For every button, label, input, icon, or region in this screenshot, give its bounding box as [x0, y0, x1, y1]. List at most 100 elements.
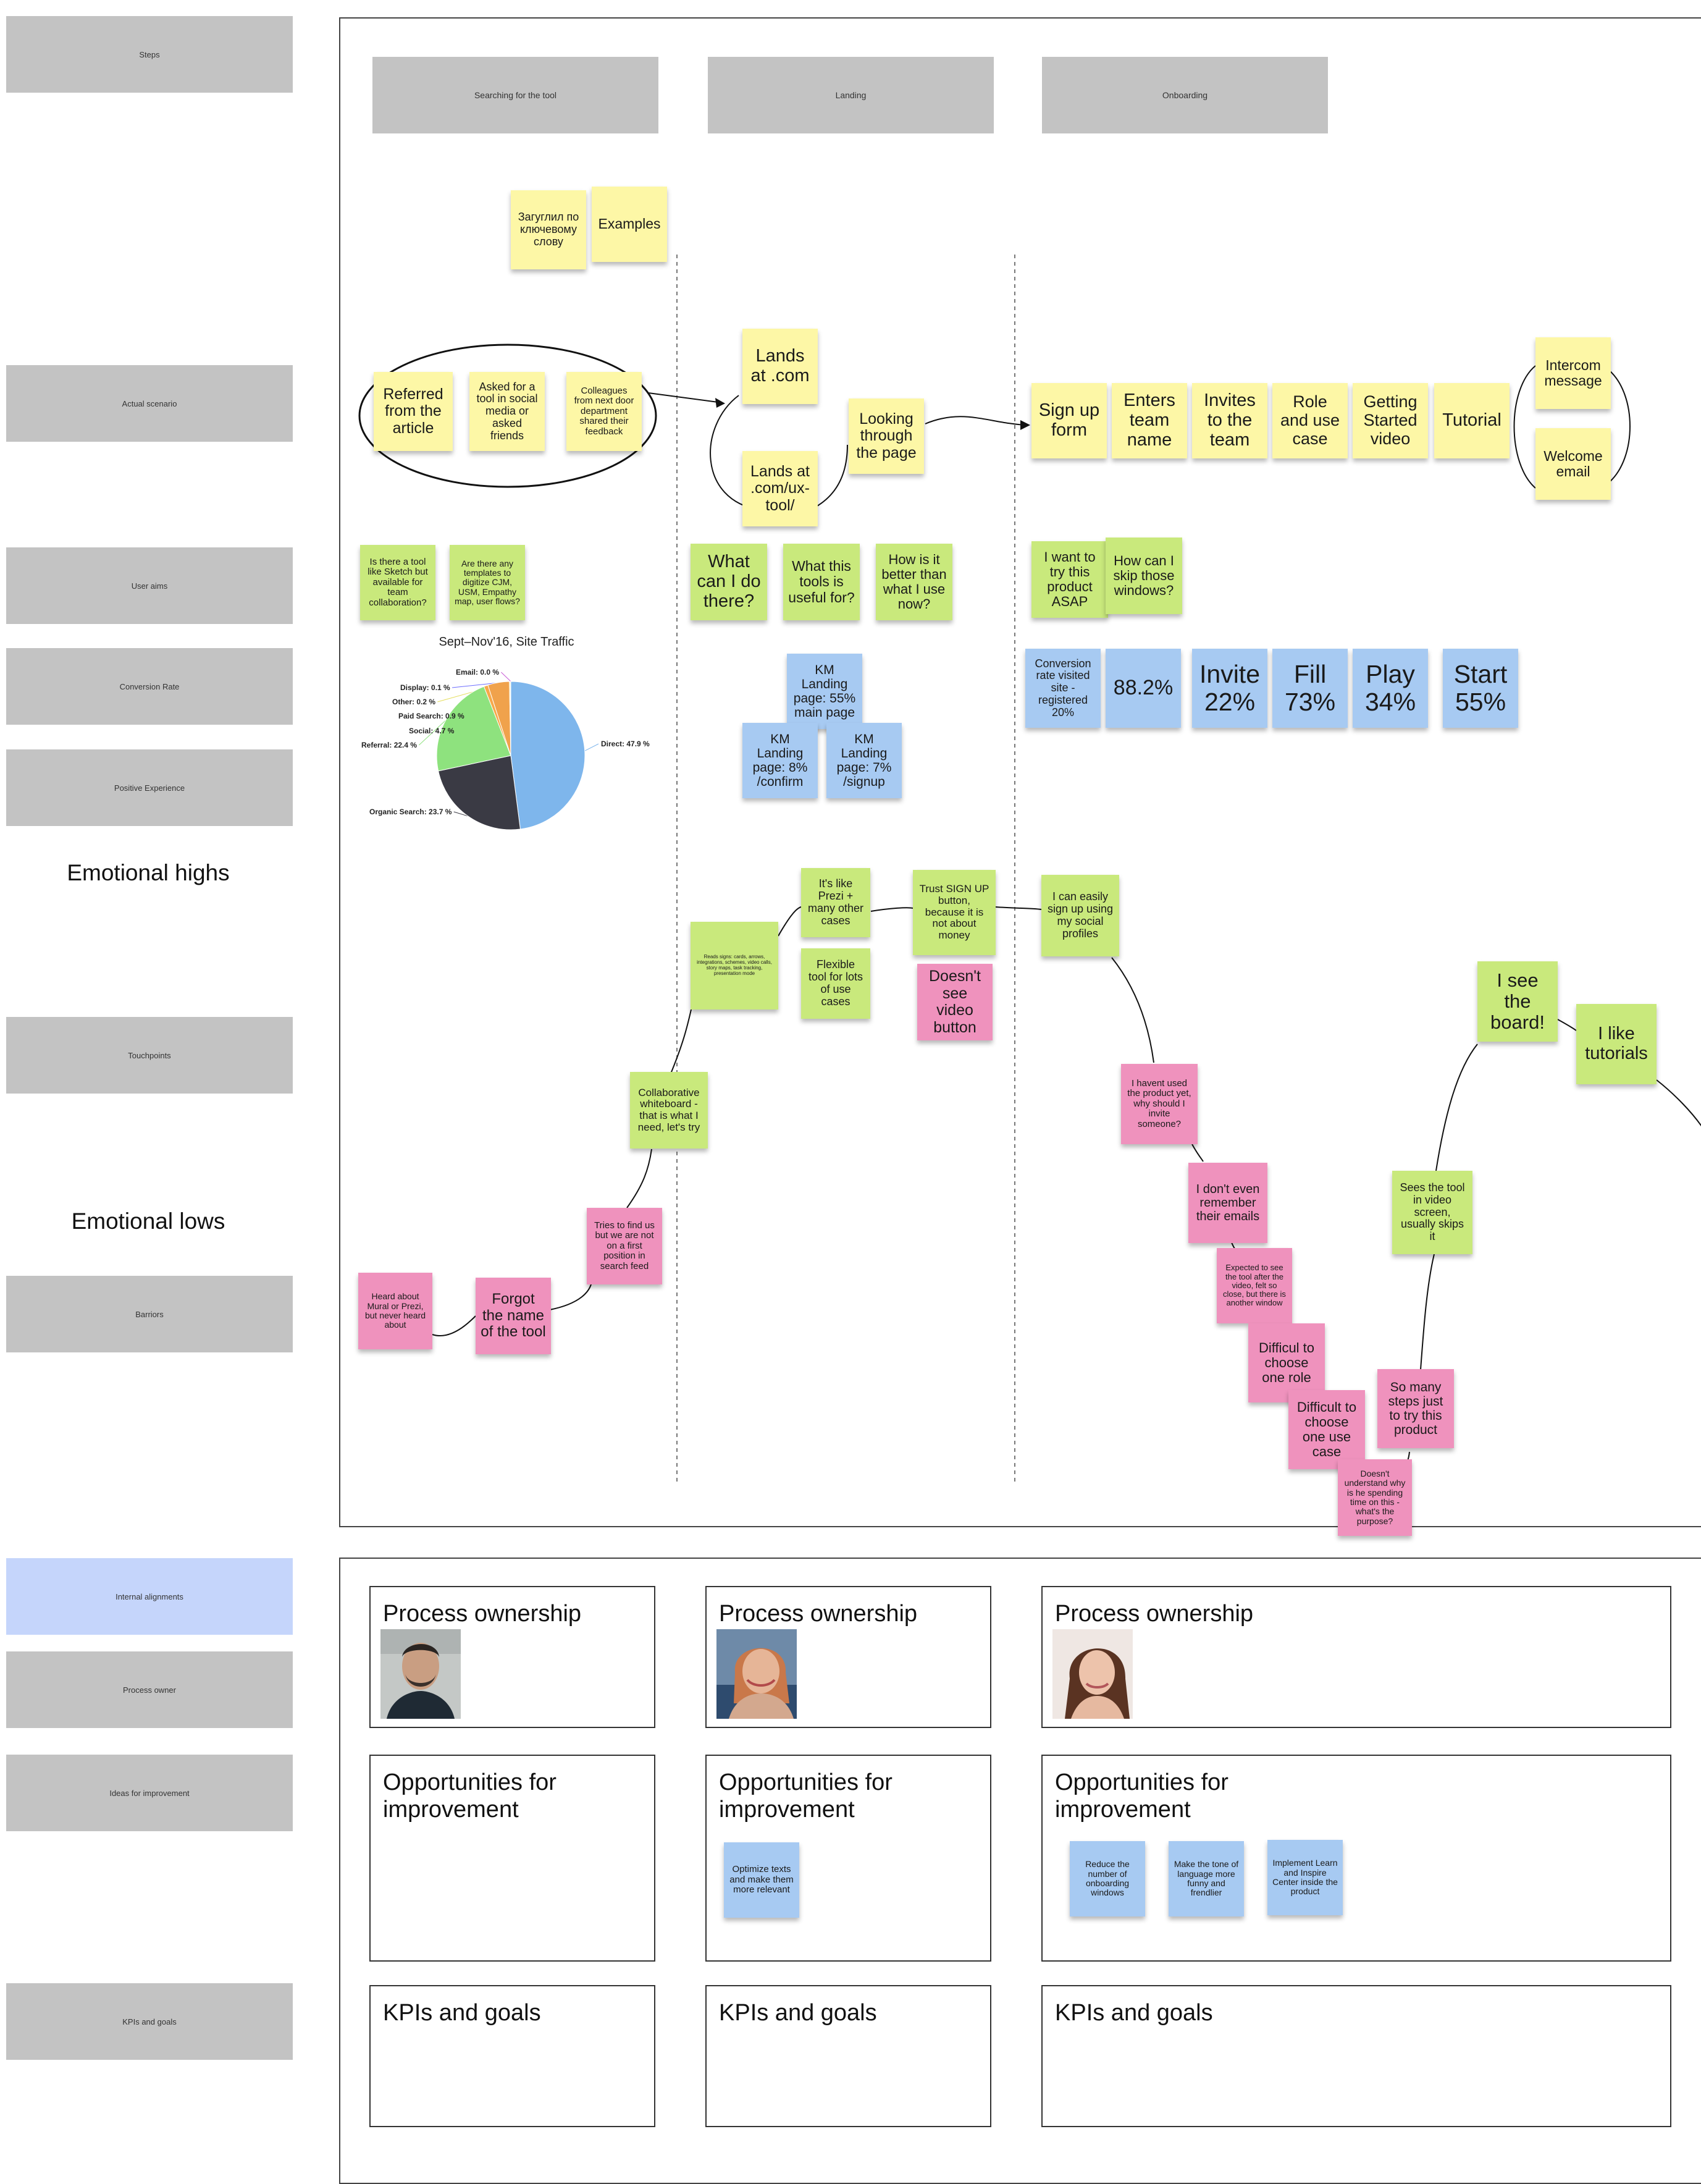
- pie-svg: Direct: 47.9 % Organic Search: 23.7 % Refe…: [361, 668, 650, 830]
- sticky-note: Referred from the article: [374, 372, 453, 451]
- step-landing: Landing: [708, 57, 994, 133]
- opportunities-box-landing: Opportunities for improvement Optimize t…: [705, 1755, 991, 1962]
- sticky-note: KM Landing page: 7% /signup: [826, 723, 902, 798]
- sticky-note: Are there any templates to digitize CJM,…: [450, 545, 525, 620]
- sticky-note: Forgot the name of the tool: [476, 1278, 551, 1354]
- sticky-note: What can I do there?: [691, 544, 767, 620]
- kpis-box-onboarding: KPIs and goals: [1041, 1985, 1671, 2127]
- sticky-note: Загуглил по ключевому слову: [511, 190, 586, 269]
- row-label-steps: Steps: [6, 16, 293, 93]
- sticky-note: Tutorial: [1434, 383, 1510, 458]
- sticky-note: Difficult to choose one use case: [1288, 1390, 1365, 1469]
- pie-label: Organic Search: 23.7 %: [369, 807, 452, 816]
- sticky-note: So many steps just to try this product: [1377, 1369, 1454, 1448]
- process-ownership-box-searching: Process ownership: [369, 1586, 655, 1728]
- sticky-note: Enters team name: [1112, 383, 1187, 458]
- row-label-positive-experience: Positive Experience: [6, 749, 293, 826]
- row-label-kpis-and-goals: KPIs and goals: [6, 1983, 293, 2060]
- step-searching: Searching for the tool: [372, 57, 658, 133]
- pie-leader-line: [453, 811, 468, 817]
- sticky-note: Difficul to choose one role: [1248, 1323, 1325, 1402]
- sticky-note: I don't even remember their emails: [1188, 1163, 1267, 1243]
- sticky-note: Play 34%: [1353, 649, 1428, 728]
- sticky-note: Tries to find us but we are not on a fir…: [587, 1208, 662, 1284]
- pie-slice-referral: [436, 686, 511, 772]
- row-label-touchpoints: Touchpoints: [6, 1017, 293, 1094]
- sticky-note: Sign up form: [1031, 383, 1107, 458]
- row-label-actual-scenario: Actual scenario: [6, 365, 293, 442]
- pie-label: Referral: 22.4 %: [361, 741, 417, 749]
- sticky-note: 88.2%: [1106, 649, 1181, 728]
- sticky-note: Collaborative whiteboard - that is what …: [630, 1072, 708, 1149]
- pie-label: Other: 0.2 %: [392, 698, 435, 706]
- sticky-note: Doesn't see video button: [917, 964, 993, 1040]
- pie-slice-direct: [510, 681, 586, 830]
- sticky-note: Reduce the number of onboarding windows: [1070, 1841, 1145, 1916]
- sticky-note: Examples: [592, 187, 667, 262]
- sticky-note: I want to try this product ASAP: [1031, 541, 1108, 618]
- row-label-process-owner: Process owner: [6, 1651, 293, 1728]
- sticky-note: What this tools is useful for?: [783, 544, 860, 620]
- kpis-box-searching: KPIs and goals: [369, 1985, 655, 2127]
- sticky-note: Flexible tool for lots of use cases: [801, 948, 870, 1019]
- opportunities-box-searching: Opportunities for improvement: [369, 1755, 655, 1962]
- box-title: Process ownership: [719, 1601, 918, 1627]
- box-title: Opportunities for improvement: [383, 1769, 556, 1823]
- box-title: KPIs and goals: [383, 2000, 541, 2026]
- process-ownership-box-landing: Process ownership: [705, 1586, 991, 1728]
- pie-leader-line: [501, 672, 511, 682]
- sticky-note: I like tutorials: [1576, 1004, 1657, 1084]
- row-label-ideas-for-improvement: Ideas for improvement: [6, 1755, 293, 1831]
- sticky-note: Invites to the team: [1192, 383, 1267, 458]
- sticky-note: Expected to see the tool after the video…: [1217, 1248, 1292, 1323]
- sticky-note: Optimize texts and make them more releva…: [724, 1842, 799, 1918]
- row-label-user-aims: User aims: [6, 547, 293, 624]
- sticky-note: Conversion rate visited site - registere…: [1025, 649, 1101, 728]
- process-ownership-box-onboarding: Process ownership: [1041, 1586, 1671, 1728]
- box-title: Opportunities for improvement: [719, 1769, 892, 1823]
- sticky-note: Welcome email: [1535, 428, 1611, 500]
- box-title: Process ownership: [383, 1601, 582, 1627]
- emotional-lows-label: Emotional lows: [71, 1208, 225, 1234]
- box-title: KPIs and goals: [1055, 2000, 1213, 2026]
- sticky-note: Make the tone of language more funny and…: [1169, 1841, 1244, 1916]
- sticky-note: Reads signs: cards, arrows, integrations…: [691, 922, 778, 1010]
- row-label-conversion-rate: Conversion Rate: [6, 648, 293, 725]
- sticky-note: Looking through the page: [849, 398, 924, 474]
- pie-label: Paid Search: 0.9 %: [398, 712, 464, 720]
- traffic-pie-chart: Sept–Nov'16, Site Traffic Direct: 47.9 %…: [352, 630, 667, 834]
- sticky-note: Role and use case: [1272, 383, 1348, 458]
- sticky-note: Implement Learn and Inspire Center insid…: [1267, 1840, 1343, 1915]
- sticky-note: Lands at .com: [742, 329, 818, 404]
- box-title: Process ownership: [1055, 1601, 1254, 1627]
- sticky-note: Trust SIGN UP button, because it is not …: [913, 870, 996, 955]
- sticky-note: KM Landing page: 55% main page: [787, 654, 862, 729]
- emotional-highs-label: Emotional highs: [67, 860, 230, 885]
- sticky-note: Sees the tool in video screen, usually s…: [1392, 1171, 1472, 1254]
- sticky-note: Intercom message: [1535, 337, 1611, 409]
- sticky-note: Is there a tool like Sketch but availabl…: [360, 545, 435, 620]
- avatar: [380, 1629, 461, 1719]
- sticky-note: Doesn't understand why is he spending ti…: [1338, 1459, 1412, 1536]
- sticky-note: I can easily sign up using my social pro…: [1041, 875, 1119, 956]
- sticky-note: Fill 73%: [1272, 649, 1348, 728]
- pie-label: Display: 0.1 %: [400, 683, 450, 692]
- avatar: [1052, 1629, 1133, 1719]
- opportunities-box-onboarding: Opportunities for improvement Reduce the…: [1041, 1755, 1671, 1962]
- sticky-note: Invite 22%: [1192, 649, 1267, 728]
- sticky-note: Asked for a tool in social media or aske…: [469, 372, 545, 451]
- box-title: KPIs and goals: [719, 2000, 877, 2026]
- step-onboarding: Onboarding: [1042, 57, 1328, 133]
- pie-slice-organic-search: [438, 755, 521, 830]
- sticky-note: Colleagues from next door department sha…: [566, 372, 642, 451]
- sticky-note: Getting Started video: [1353, 383, 1428, 458]
- pie-label: Direct: 47.9 %: [601, 740, 650, 748]
- sticky-note: How is it better than what I use now?: [876, 544, 952, 620]
- pie-leader-line: [584, 743, 599, 751]
- journey-map-frame: [339, 17, 1701, 1527]
- sticky-note: Start 55%: [1443, 649, 1518, 728]
- box-title: Opportunities for improvement: [1055, 1769, 1228, 1823]
- sticky-note: Heard about Mural or Prezi, but never he…: [358, 1273, 432, 1349]
- kpis-box-landing: KPIs and goals: [705, 1985, 991, 2127]
